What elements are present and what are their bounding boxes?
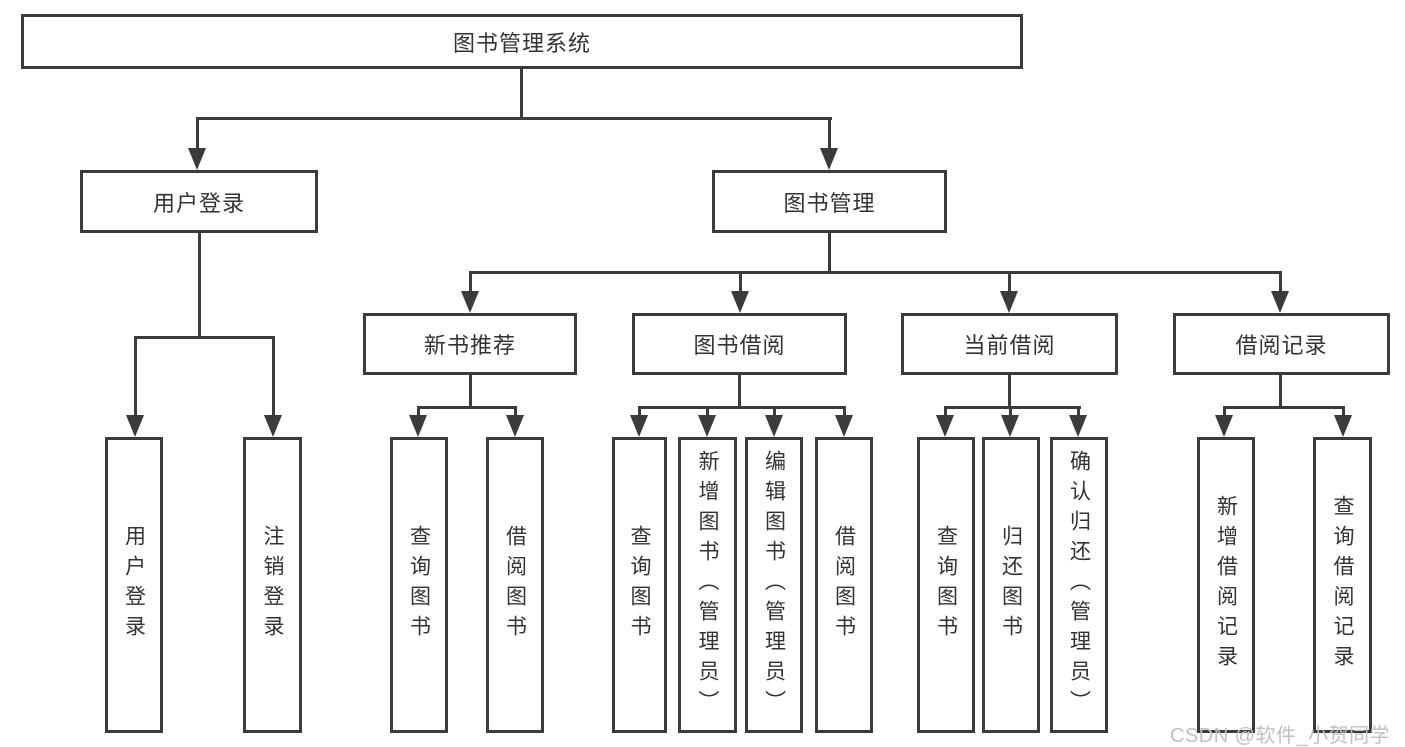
node-label: 用户登录 bbox=[152, 190, 245, 216]
leaf-add-borrow-record: 新增借阅记录 bbox=[1197, 437, 1255, 733]
node-current-borrowing: 当前借阅 bbox=[901, 313, 1118, 375]
connector-arrow-line bbox=[1223, 406, 1226, 420]
arrowhead-icon bbox=[126, 415, 144, 437]
connector-new-book-stub bbox=[469, 375, 472, 409]
node-book-management: 图书管理 bbox=[712, 170, 947, 233]
node-label: 查询图书 bbox=[628, 525, 652, 645]
connector-arrow-line bbox=[417, 406, 420, 420]
leaf-edit-books-admin: 编辑图书（管理员） bbox=[745, 437, 803, 733]
node-new-book-recommend: 新书推荐 bbox=[363, 313, 577, 375]
arrowhead-icon bbox=[731, 291, 749, 313]
leaf-query-borrow-record: 查询借阅记录 bbox=[1313, 437, 1372, 733]
arrowhead-icon bbox=[820, 148, 838, 170]
node-label: 借阅图书 bbox=[503, 525, 527, 645]
node-label: 注销登录 bbox=[261, 525, 285, 645]
arrowhead-icon bbox=[835, 415, 853, 437]
connector-arrow-line bbox=[843, 406, 846, 420]
leaf-confirm-return-admin: 确认归还（管理员） bbox=[1050, 437, 1108, 733]
leaf-logout: 注销登录 bbox=[243, 437, 302, 733]
arrowhead-icon bbox=[698, 415, 716, 437]
connector-borrow-record-stub bbox=[1279, 375, 1282, 409]
arrowhead-icon bbox=[1334, 415, 1352, 437]
connector-arrow-line bbox=[514, 406, 517, 420]
arrowhead-icon bbox=[188, 148, 206, 170]
arrowhead-icon bbox=[1069, 415, 1087, 437]
connector-arrow-line bbox=[196, 117, 199, 152]
connector-arrow-line bbox=[739, 271, 742, 296]
connector-arrow-line bbox=[1342, 406, 1345, 420]
connector-arrow-line bbox=[1279, 271, 1282, 296]
connector-root-split bbox=[196, 117, 832, 120]
leaf-borrow-books-recommend: 借阅图书 bbox=[486, 437, 544, 733]
connector-arrow-line bbox=[272, 336, 275, 419]
node-label: 确认归还（管理员） bbox=[1067, 450, 1091, 720]
arrowhead-icon bbox=[1000, 291, 1018, 313]
arrowhead-icon bbox=[506, 415, 524, 437]
connector-book-borrow-split bbox=[638, 406, 846, 409]
connector-arrow-line bbox=[134, 336, 137, 419]
leaf-user-login: 用户登录 bbox=[105, 437, 163, 733]
arrowhead-icon bbox=[765, 415, 783, 437]
node-label: 查询借阅记录 bbox=[1331, 495, 1355, 675]
connector-user-login-stub bbox=[198, 233, 201, 339]
leaf-query-books-current: 查询图书 bbox=[917, 437, 975, 733]
connector-arrow-line bbox=[469, 271, 472, 296]
arrowhead-icon bbox=[1271, 291, 1289, 313]
arrowhead-icon bbox=[936, 415, 954, 437]
connector-arrow-line bbox=[1077, 406, 1080, 420]
leaf-add-books-admin: 新增图书（管理员） bbox=[678, 437, 737, 733]
node-label: 查询图书 bbox=[407, 525, 431, 645]
connector-arrow-line bbox=[828, 117, 831, 152]
connector-arrow-line bbox=[1009, 406, 1012, 420]
connector-arrow-line bbox=[773, 406, 776, 420]
arrowhead-icon bbox=[264, 415, 282, 437]
node-label: 用户登录 bbox=[122, 525, 146, 645]
leaf-borrow-books: 借阅图书 bbox=[815, 437, 873, 733]
arrowhead-icon bbox=[630, 415, 648, 437]
connector-book-mgmt-stub bbox=[828, 233, 831, 274]
arrowhead-icon bbox=[1001, 415, 1019, 437]
connector-borrow-record-split bbox=[1223, 406, 1345, 409]
node-label: 新书推荐 bbox=[423, 333, 516, 358]
arrowhead-icon bbox=[409, 415, 427, 437]
arrowhead-icon bbox=[1215, 415, 1233, 437]
node-label: 新增借阅记录 bbox=[1214, 495, 1238, 675]
connector-arrow-line bbox=[1008, 271, 1011, 296]
connector-new-book-split bbox=[417, 406, 517, 409]
leaf-return-books: 归还图书 bbox=[982, 437, 1040, 733]
arrowhead-icon bbox=[461, 291, 479, 313]
connector-arrow-line bbox=[638, 406, 641, 420]
node-label: 借阅图书 bbox=[832, 525, 856, 645]
node-root-library-system: 图书管理系统 bbox=[21, 14, 1023, 69]
leaf-query-books-recommend: 查询图书 bbox=[390, 437, 448, 733]
connector-current-borrow-stub bbox=[1008, 375, 1011, 409]
connector-book-mgmt-split bbox=[469, 271, 1282, 274]
connector-arrow-line bbox=[706, 406, 709, 420]
connector-arrow-line bbox=[944, 406, 947, 420]
node-borrowing-records: 借阅记录 bbox=[1173, 313, 1390, 375]
connector-root-stub bbox=[520, 68, 523, 120]
node-label: 图书管理 bbox=[783, 190, 876, 216]
node-label: 查询图书 bbox=[934, 525, 958, 645]
node-label: 图书借阅 bbox=[693, 333, 786, 358]
node-label: 当前借阅 bbox=[963, 333, 1056, 358]
connector-user-login-split bbox=[134, 336, 275, 339]
connector-current-borrow-split bbox=[944, 406, 1081, 409]
node-label: 编辑图书（管理员） bbox=[762, 450, 786, 720]
node-user-login: 用户登录 bbox=[80, 170, 318, 233]
node-label: 图书管理系统 bbox=[452, 30, 591, 56]
csdn-watermark: CSDN @软件_小贺同学 bbox=[1170, 725, 1391, 747]
node-label: 借阅记录 bbox=[1235, 333, 1328, 358]
node-label: 新增图书（管理员） bbox=[696, 450, 720, 720]
node-book-borrowing: 图书借阅 bbox=[632, 313, 847, 375]
connector-book-borrow-stub bbox=[738, 375, 741, 409]
leaf-query-books-borrowing: 查询图书 bbox=[612, 437, 667, 733]
node-label: 归还图书 bbox=[999, 525, 1023, 645]
